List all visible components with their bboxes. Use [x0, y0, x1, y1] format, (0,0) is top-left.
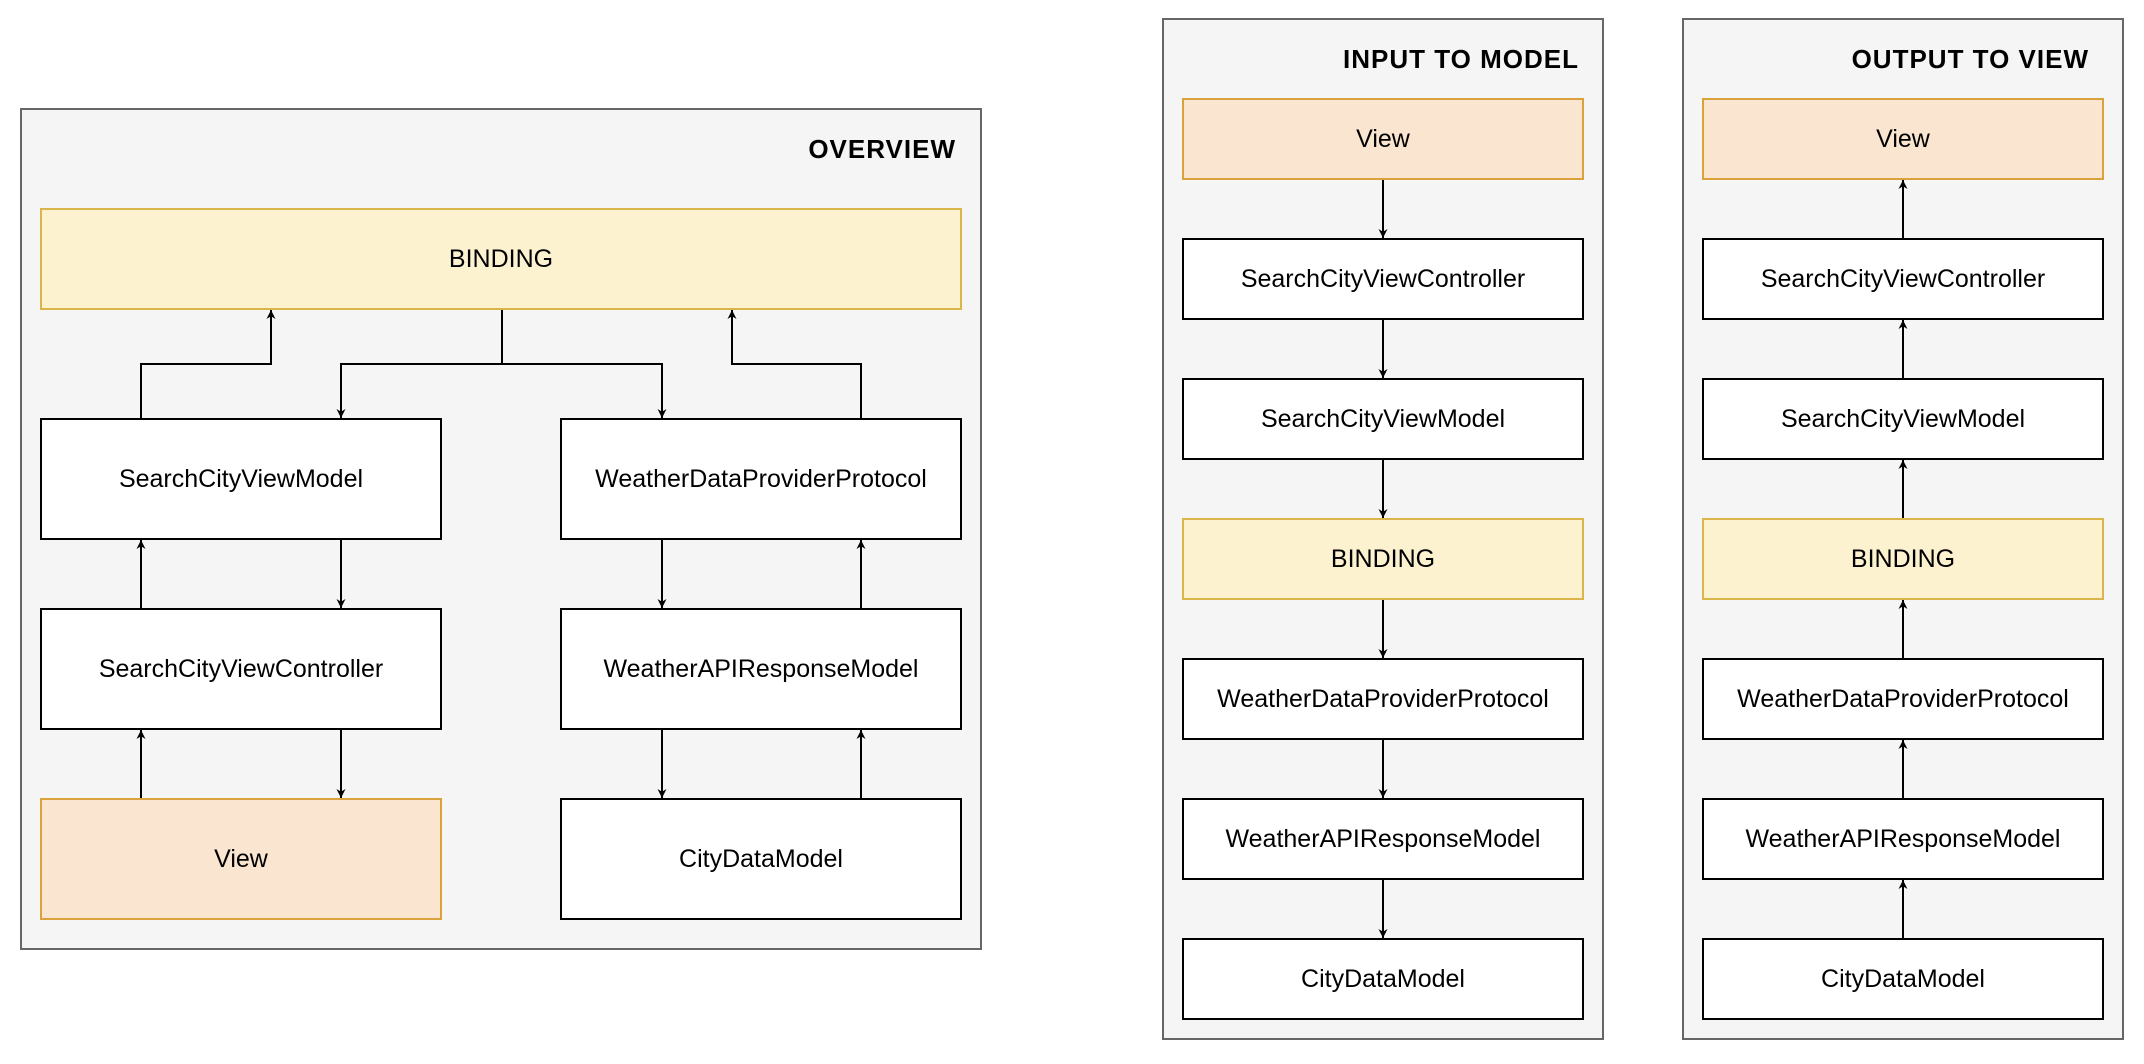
output-node-binding[interactable]: BINDING — [1702, 518, 2104, 600]
overview-api-response-node[interactable]: WeatherAPIResponseModel — [560, 608, 962, 730]
input-node-weather-data-provider-protocol[interactable]: WeatherDataProviderProtocol — [1182, 658, 1584, 740]
output-node-search-city-view-model[interactable]: SearchCityViewModel — [1702, 378, 2104, 460]
edge-data-provider-to-binding — [727, 310, 862, 418]
input-node-search-city-view-model[interactable]: SearchCityViewModel — [1182, 378, 1584, 460]
output-node-view[interactable]: View — [1702, 98, 2104, 180]
overview-view-controller-node[interactable]: SearchCityViewController — [40, 608, 442, 730]
output-title: OUTPUT TO VIEW — [1851, 44, 2089, 74]
overview-city-data-node[interactable]: CityDataModel — [560, 798, 962, 920]
edge-binding-to-data-provider — [501, 310, 667, 418]
edge-binding-to-view-model — [336, 310, 503, 418]
input-node-binding[interactable]: BINDING — [1182, 518, 1584, 600]
output-node-weather-apiresponse-model[interactable]: WeatherAPIResponseModel — [1702, 798, 2104, 880]
input-node-view[interactable]: View — [1182, 98, 1584, 180]
input-node-city-data-model[interactable]: CityDataModel — [1182, 938, 1584, 1020]
overview-view-node[interactable]: View — [40, 798, 442, 920]
output-node-city-data-model[interactable]: CityDataModel — [1702, 938, 2104, 1020]
overview-title: OVERVIEW — [808, 134, 956, 164]
input-node-search-city-view-controller[interactable]: SearchCityViewController — [1182, 238, 1584, 320]
overview-view-model-node[interactable]: SearchCityViewModel — [40, 418, 442, 540]
overview-binding-node[interactable]: BINDING — [40, 208, 962, 310]
output-node-search-city-view-controller[interactable]: SearchCityViewController — [1702, 238, 2104, 320]
edge-view-model-to-binding — [140, 310, 276, 418]
input-title: INPUT TO MODEL — [1343, 44, 1579, 74]
overview-data-provider-node[interactable]: WeatherDataProviderProtocol — [560, 418, 962, 540]
output-node-weather-data-provider-protocol[interactable]: WeatherDataProviderProtocol — [1702, 658, 2104, 740]
input-node-weather-apiresponse-model[interactable]: WeatherAPIResponseModel — [1182, 798, 1584, 880]
